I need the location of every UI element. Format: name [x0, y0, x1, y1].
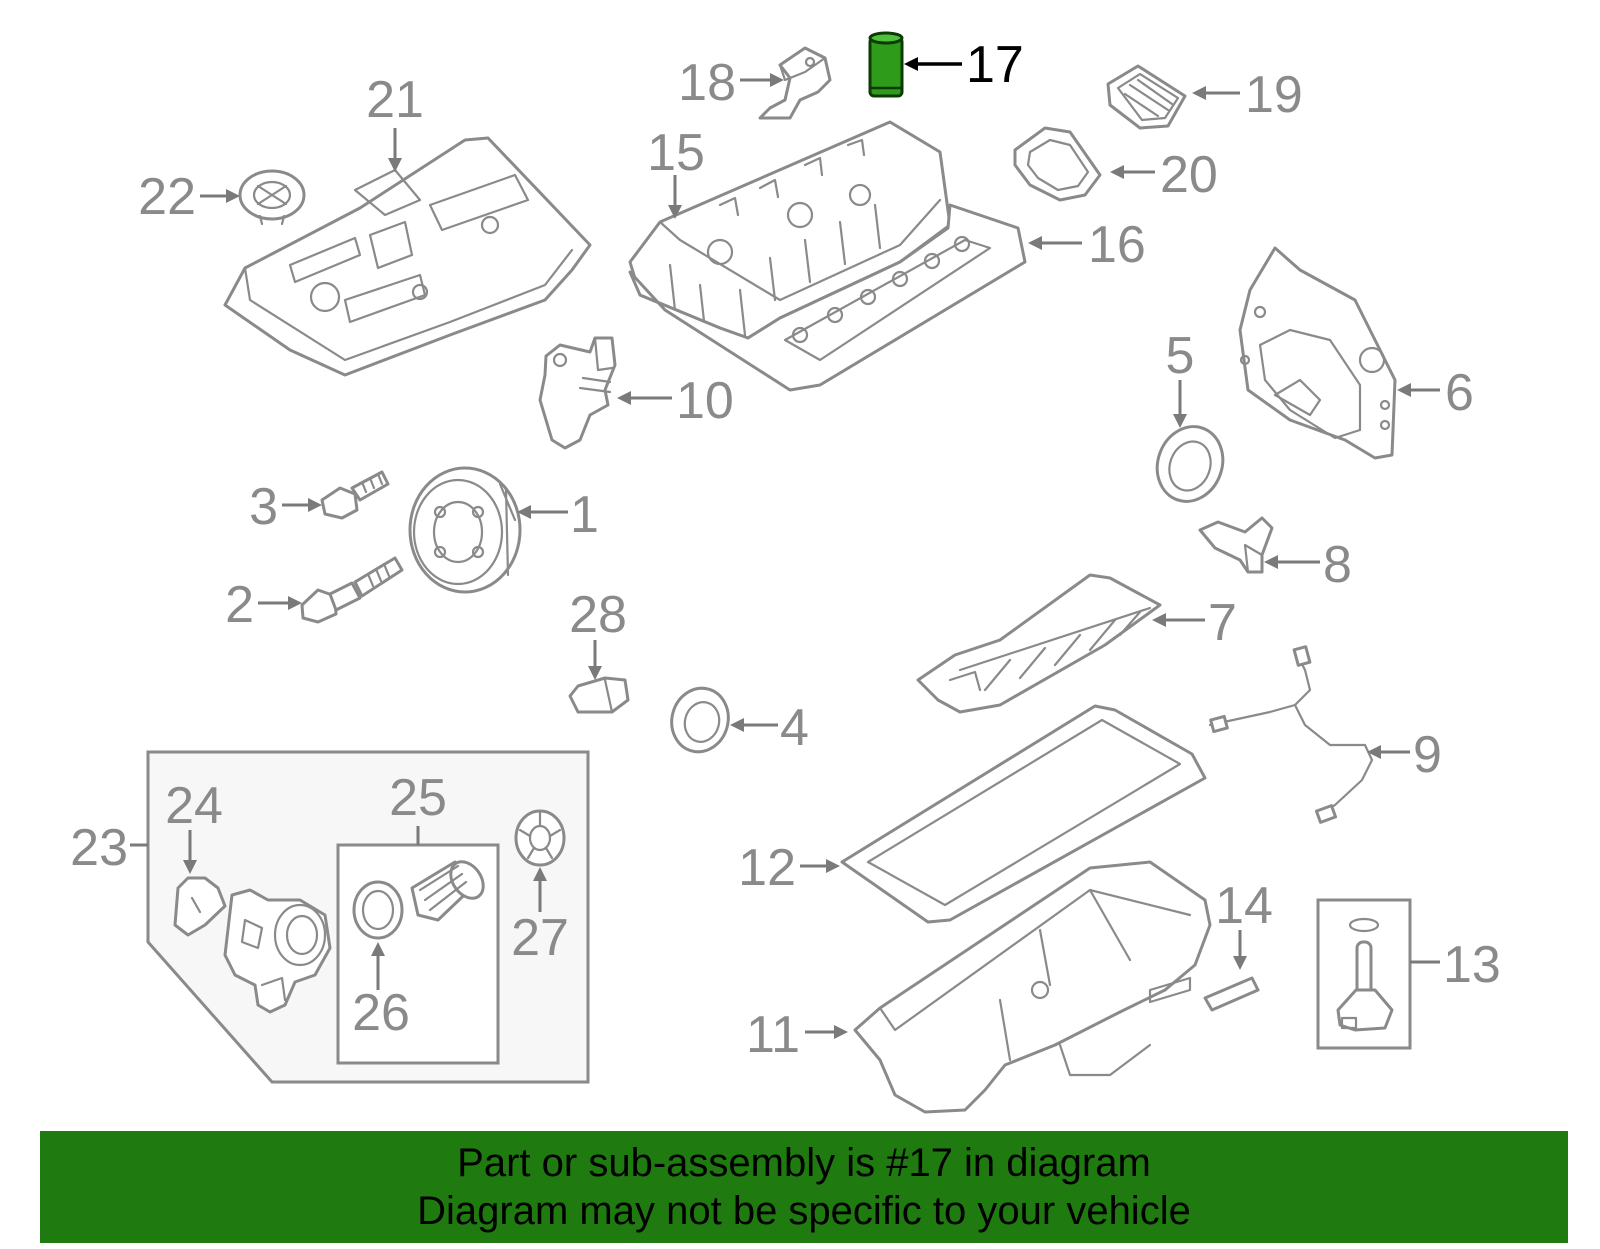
- callout-13: 13: [1443, 936, 1501, 994]
- callout-4: 4: [780, 699, 809, 757]
- callout-14: 14: [1215, 877, 1273, 935]
- part-8-sensor[interactable]: [1198, 516, 1274, 574]
- part-24-housing-bracket[interactable]: [173, 876, 227, 937]
- callout-labels: 21 22 15 16 17 18 19 20 6 5 8 7 1 3 2 10…: [70, 36, 1501, 1064]
- callout-22: 22: [138, 168, 196, 226]
- part-10-cam-sensor[interactable]: [538, 336, 617, 450]
- callout-21: 21: [366, 71, 424, 129]
- part-14-plug[interactable]: [1203, 976, 1260, 1012]
- callout-23: 23: [70, 819, 128, 877]
- callout-6: 6: [1445, 364, 1474, 422]
- part-12-pan-gasket[interactable]: [840, 704, 1207, 924]
- leader-lines: [130, 57, 1440, 1039]
- callout-19: 19: [1245, 66, 1303, 124]
- callout-16: 16: [1088, 216, 1146, 274]
- banner-line-2: Diagram may not be specific to your vehi…: [417, 1189, 1191, 1233]
- part-9-sensor-wire[interactable]: [1208, 645, 1374, 824]
- part-16-valve-cover-gasket[interactable]: [628, 203, 1027, 392]
- callout-12: 12: [738, 839, 796, 897]
- parts-diagram: 21 22 15 16 17 18 19 20 6 5 8 7 1 3 2 10…: [70, 31, 1501, 1114]
- callout-15: 15: [647, 124, 705, 182]
- callout-8: 8: [1323, 536, 1352, 594]
- callout-24: 24: [165, 777, 223, 835]
- callout-27: 27: [511, 909, 569, 967]
- part-17-tube-highlighted[interactable]: [868, 31, 904, 98]
- callout-3: 3: [249, 478, 278, 536]
- part-18-bracket[interactable]: [758, 46, 832, 120]
- part-13-level-sensor-box[interactable]: [1316, 898, 1412, 1050]
- callout-2: 2: [225, 576, 254, 634]
- part-2-long-bolt[interactable]: [300, 556, 404, 624]
- callout-28: 28: [569, 586, 627, 644]
- part-1-pulley[interactable]: [408, 466, 522, 594]
- part-23-thermostat-housing[interactable]: [223, 888, 332, 1014]
- part-7-baffle[interactable]: [916, 573, 1162, 714]
- part-26-o-ring[interactable]: [352, 880, 404, 940]
- part-4-seal[interactable]: [665, 682, 736, 758]
- info-banner: Part or sub-assembly is #17 in diagram D…: [40, 1131, 1568, 1243]
- part-28-switch[interactable]: [568, 676, 630, 714]
- callout-11: 11: [746, 1006, 800, 1064]
- part-19-cap[interactable]: [1106, 64, 1187, 130]
- part-3-bolt[interactable]: [320, 470, 390, 520]
- callout-26: 26: [352, 984, 410, 1042]
- callout-7: 7: [1208, 594, 1237, 652]
- callout-25: 25: [389, 769, 447, 827]
- part-22-emblem[interactable]: [238, 169, 306, 226]
- part-27-pulley-cap[interactable]: [514, 809, 566, 867]
- callout-9: 9: [1413, 726, 1442, 784]
- part-21-engine-cover[interactable]: [223, 136, 592, 377]
- callout-20: 20: [1160, 146, 1218, 204]
- part-5-seal[interactable]: [1147, 417, 1233, 510]
- callout-10: 10: [676, 372, 734, 430]
- part-11-oil-pan[interactable]: [853, 860, 1212, 1114]
- callout-18: 18: [678, 54, 736, 112]
- part-25-thermostat-element[interactable]: [410, 856, 490, 922]
- part-6-rear-cover[interactable]: [1238, 246, 1397, 460]
- callout-5: 5: [1166, 327, 1195, 385]
- callout-17: 17: [966, 36, 1024, 94]
- banner-line-1: Part or sub-assembly is #17 in diagram: [457, 1141, 1151, 1185]
- callout-1: 1: [570, 486, 599, 544]
- part-20-gasket[interactable]: [1013, 126, 1102, 202]
